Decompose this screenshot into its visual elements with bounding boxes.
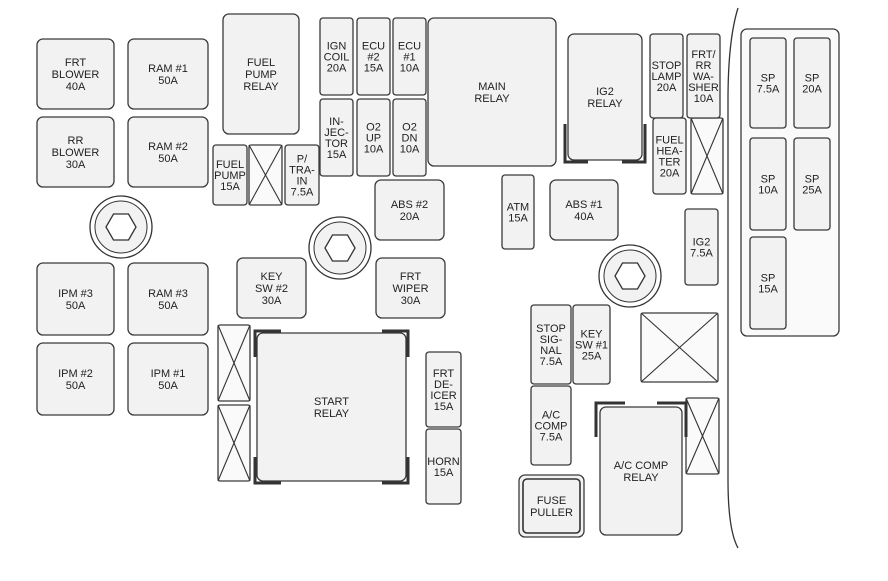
empty-slot-3 <box>640 312 719 383</box>
empty-slot-4 <box>217 324 251 402</box>
empty-slot-6 <box>685 397 720 475</box>
hex-bolt-left <box>89 195 153 259</box>
hex-bolt-center <box>308 216 372 280</box>
empty-slot-5 <box>217 404 251 482</box>
hex-bolt-right <box>598 244 662 308</box>
empty-slot-1 <box>248 144 283 206</box>
empty-slot-2 <box>690 117 724 195</box>
frame-right-edge <box>727 7 739 549</box>
